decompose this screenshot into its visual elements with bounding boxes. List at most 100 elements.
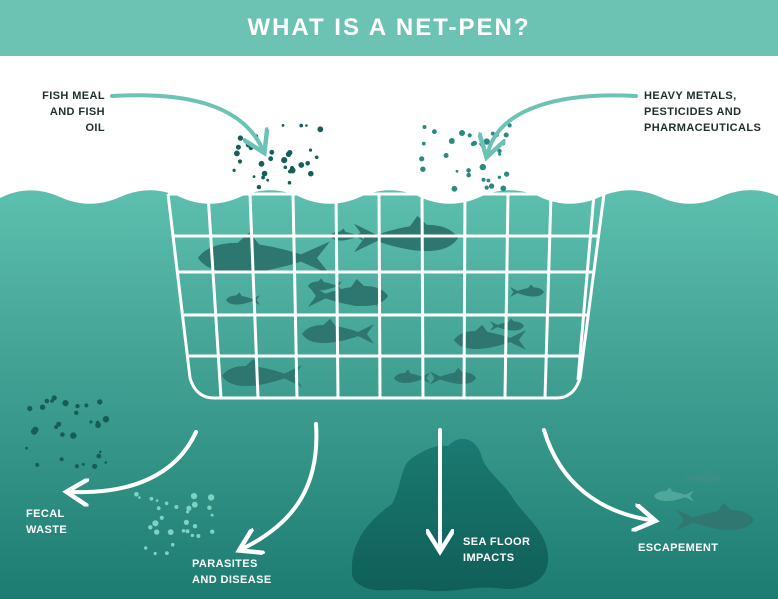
particle-dot	[89, 420, 93, 424]
particle-dot	[138, 496, 141, 499]
particle-dot	[484, 185, 489, 190]
particle-dot	[419, 156, 425, 162]
particle-dot	[164, 501, 169, 506]
particle-dot	[32, 426, 39, 433]
title-banner: WHAT IS A NET-PEN?	[0, 0, 778, 56]
particle-dot	[287, 180, 292, 185]
particle-dot	[60, 432, 65, 437]
escaped-fish	[676, 503, 754, 531]
particle-dot	[281, 124, 285, 127]
farmed-fish	[198, 232, 330, 275]
particle-dot	[190, 493, 198, 500]
particle-dot	[210, 513, 214, 517]
particle-dot	[149, 496, 154, 501]
net-pen-grid	[166, 192, 606, 400]
particle-dot	[451, 185, 458, 192]
particle-dot	[466, 172, 472, 178]
farmed-fish	[226, 292, 260, 305]
particle-dot	[283, 165, 288, 170]
farmed-fish	[222, 359, 302, 387]
particle-dot	[281, 157, 288, 164]
particle-dot	[481, 177, 486, 182]
escaped-fish-group	[654, 469, 754, 531]
particle-dot	[432, 129, 437, 135]
particle-dot	[421, 141, 426, 146]
particle-dot	[192, 524, 198, 529]
particle-dot	[317, 126, 324, 133]
particle-dot	[299, 123, 304, 128]
farmed-fish	[510, 284, 544, 297]
particle-dot	[186, 505, 192, 511]
particle-dot	[497, 175, 502, 179]
escapement-arrow	[542, 428, 650, 520]
particle-dot	[196, 534, 201, 538]
particle-dot	[235, 144, 241, 150]
particle-dot	[207, 505, 212, 510]
particle-dot	[500, 185, 507, 192]
particle-dot	[256, 184, 262, 190]
particle-dot	[234, 150, 240, 157]
particle-dot	[497, 148, 502, 154]
particle-dot	[154, 529, 160, 535]
particle-dot	[459, 130, 465, 136]
particle-dot	[39, 404, 46, 410]
particle-dot	[248, 145, 254, 151]
particle-dot	[70, 432, 77, 439]
sea-floor-mound	[351, 438, 549, 592]
particle-dot	[185, 529, 190, 534]
particle-dot	[174, 505, 179, 509]
particle-dot	[507, 123, 512, 128]
particle-dot	[96, 453, 102, 459]
particle-dot	[159, 515, 164, 520]
particle-dot	[467, 133, 472, 138]
particle-dot	[314, 155, 319, 160]
farmed-fish	[454, 324, 526, 350]
particle-dot	[298, 163, 302, 167]
particle-dot	[486, 178, 491, 183]
particle-dot	[422, 125, 427, 129]
particle-dot	[50, 399, 54, 403]
particle-dot	[190, 533, 195, 538]
particle-dot	[99, 450, 102, 454]
particle-dot	[448, 138, 455, 144]
farmed-fish	[394, 369, 430, 384]
particle-dot	[84, 403, 89, 408]
particle-dot	[81, 462, 85, 466]
particle-dot	[97, 399, 103, 405]
particle-dot	[186, 510, 190, 514]
chemicals-arrow	[488, 93, 638, 152]
particle-dot	[74, 464, 79, 469]
particle-dot	[268, 156, 274, 162]
fish-meal-label: FISH MEAL AND FISH OIL	[42, 90, 105, 134]
particle-dot	[148, 525, 153, 530]
parasites-label: PARASITES AND DISEASE	[192, 558, 272, 586]
farmed-fish	[348, 295, 378, 307]
particle-dot	[153, 551, 157, 556]
particle-dot	[51, 395, 57, 401]
fish-meal-arrow	[110, 93, 262, 148]
particle-dot	[56, 421, 62, 427]
particle-dot	[59, 457, 64, 462]
particle-dot	[191, 501, 198, 508]
particle-dot	[287, 150, 293, 156]
particle-dot	[269, 149, 275, 155]
particle-dot	[181, 529, 186, 533]
particle-dot	[104, 461, 107, 464]
fecal-waste-label: FECAL WASTE	[26, 508, 68, 536]
particle-dot	[261, 170, 268, 177]
particle-dot	[290, 165, 295, 171]
particle-dot	[455, 169, 459, 173]
sea-floor-label: SEA FLOOR IMPACTS	[463, 536, 531, 564]
page-title: WHAT IS A NET-PEN?	[247, 14, 531, 41]
particle-dot	[305, 124, 308, 127]
particle-dot	[498, 152, 502, 156]
particle-dot	[488, 183, 495, 189]
particle-dot	[479, 163, 486, 171]
parasites-arrow	[244, 422, 319, 548]
particle-dot	[261, 175, 265, 180]
particle-dot	[210, 529, 215, 534]
particle-dot	[156, 506, 161, 511]
particle-dot	[266, 178, 270, 182]
particle-dot	[165, 551, 169, 555]
